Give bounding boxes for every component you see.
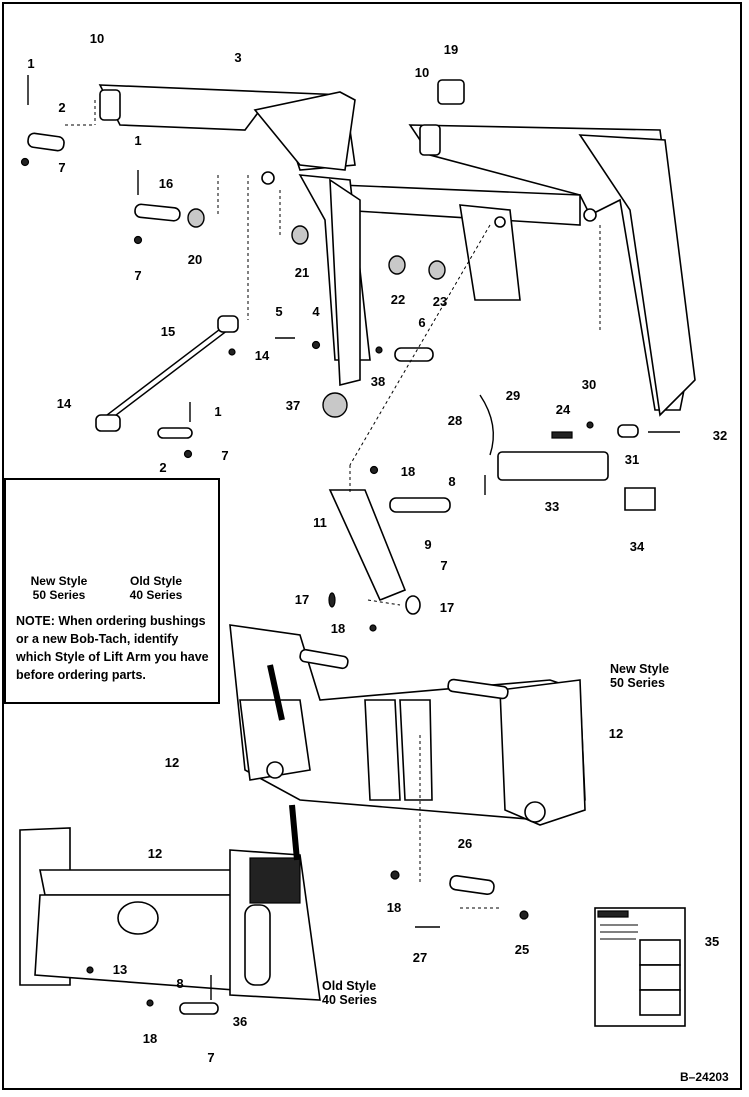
bobtach-new-style: [229, 624, 586, 826]
callout-9: 9: [424, 537, 431, 552]
new-style-caption: New Style 50 Series: [14, 574, 104, 602]
new-style-bobtach-line2: 50 Series: [610, 676, 665, 690]
callout-18: 18: [401, 464, 415, 479]
callout-16: 16: [159, 176, 173, 191]
callout-15: 15: [161, 324, 175, 339]
callout-1: 1: [134, 133, 141, 148]
callout-25: 25: [515, 942, 529, 957]
cylinder-15: [95, 315, 239, 439]
callout-33: 33: [545, 499, 559, 514]
callout-20: 20: [188, 252, 202, 267]
assembly-guides: [65, 100, 601, 606]
callout-34: 34: [630, 539, 645, 554]
callout-7: 7: [207, 1050, 214, 1065]
callout-29: 29: [506, 388, 520, 403]
linkage-parts: [328, 394, 656, 632]
callout-8: 8: [448, 474, 455, 489]
callout-2: 2: [58, 100, 65, 115]
callout-5: 5: [275, 304, 282, 319]
new-style-caption-line1: New Style: [30, 574, 88, 588]
callout-7: 7: [58, 160, 65, 175]
callout-18: 18: [331, 621, 345, 636]
callout-7: 7: [134, 268, 141, 283]
callout-1: 1: [214, 404, 221, 419]
callout-17: 17: [295, 592, 309, 607]
old-style-bobtach-caption: Old Style 40 Series: [322, 979, 377, 1007]
callout-32: 32: [713, 428, 727, 443]
callout-24: 24: [556, 402, 571, 417]
callout-30: 30: [582, 377, 596, 392]
callout-14: 14: [255, 348, 270, 363]
style-note-inset: New Style 50 Series Old Style 40 Series …: [4, 478, 220, 704]
figure-code: B–24203: [680, 1070, 729, 1084]
callout-6: 6: [418, 315, 425, 330]
callout-8: 8: [176, 976, 183, 991]
callout-2: 2: [159, 460, 166, 475]
callout-12: 12: [609, 726, 623, 741]
callout-31: 31: [625, 452, 639, 467]
callout-4: 4: [312, 304, 320, 319]
callout-27: 27: [413, 950, 427, 965]
new-style-bobtach-line1: New Style: [610, 662, 670, 676]
callout-10: 10: [90, 31, 104, 46]
pin-26-assembly: [390, 735, 529, 928]
callout-12: 12: [165, 755, 179, 770]
callout-7: 7: [221, 448, 228, 463]
callout-36: 36: [233, 1014, 247, 1029]
callout-26: 26: [458, 836, 472, 851]
old-style-bobtach-line2: 40 Series: [322, 993, 377, 1007]
callout-18: 18: [387, 900, 401, 915]
decal-35: [594, 907, 686, 1027]
old-style-caption: Old Style 40 Series: [111, 574, 201, 602]
callout-13: 13: [113, 962, 127, 977]
old-style-caption-line1: Old Style: [129, 574, 182, 588]
old-style-bobtach-line1: Old Style: [322, 979, 377, 993]
callout-23: 23: [433, 294, 447, 309]
pins-bushings-upper: [20, 75, 680, 459]
callout-18: 18: [143, 1031, 157, 1046]
callout-10: 10: [415, 65, 429, 80]
ordering-note: NOTE: When ordering bushings or a new Bo…: [16, 614, 209, 682]
callout-11: 11: [313, 515, 327, 530]
callout-7: 7: [440, 558, 447, 573]
callout-35: 35: [705, 934, 719, 949]
callout-37: 37: [286, 398, 300, 413]
callout-17: 17: [440, 600, 454, 615]
callout-3: 3: [234, 50, 241, 65]
new-style-bobtach-caption: New Style 50 Series: [610, 662, 669, 690]
diagram-border: [2, 2, 742, 1090]
callout-21: 21: [295, 265, 309, 280]
lift-arm-assembly: [98, 84, 696, 417]
new-style-caption-line2: 50 Series: [32, 588, 86, 602]
old-style-caption-line2: 40 Series: [129, 588, 183, 602]
bobtach-old-style: [19, 804, 321, 1015]
callout-38: 38: [371, 374, 385, 389]
callout-14: 14: [57, 396, 72, 411]
callout-28: 28: [448, 413, 462, 428]
callout-22: 22: [391, 292, 405, 307]
callout-1: 1: [27, 56, 34, 71]
callout-19: 19: [444, 42, 458, 57]
callout-12: 12: [148, 846, 162, 861]
